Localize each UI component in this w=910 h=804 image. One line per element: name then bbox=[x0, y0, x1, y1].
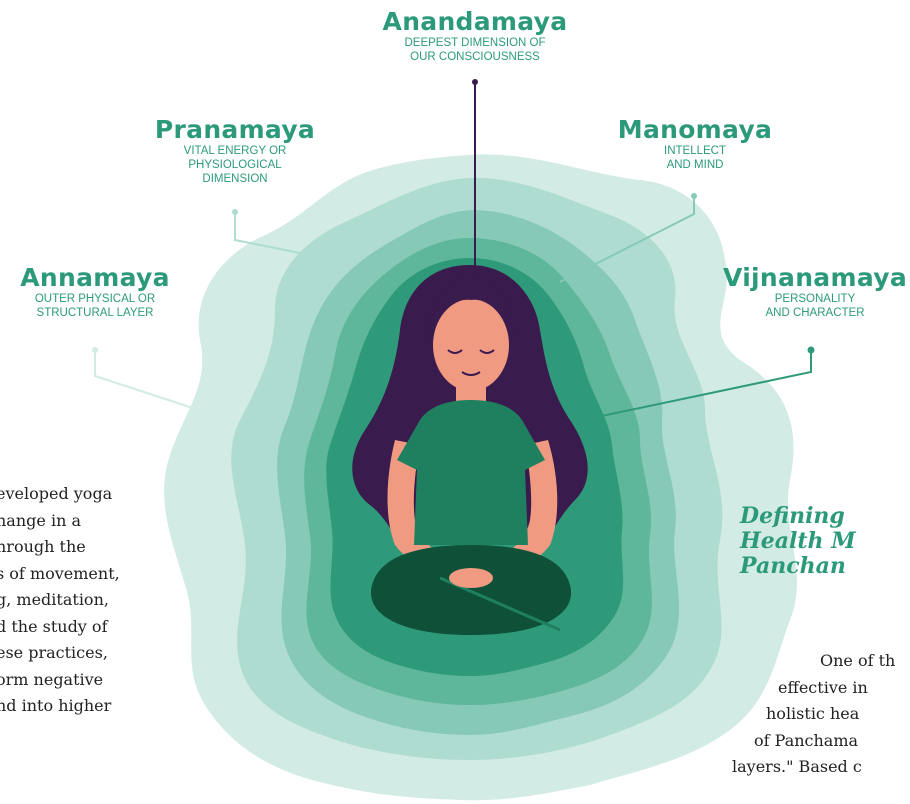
layer-description: PERSONALITY bbox=[720, 292, 910, 306]
layer-description: DEEPEST DIMENSION OF bbox=[360, 36, 590, 50]
layer-description: AND MIND bbox=[590, 158, 800, 172]
label-annamaya: Annamaya OUTER PHYSICAL OR STRUCTURAL LA… bbox=[0, 264, 190, 320]
layer-name: Vijnanamaya bbox=[720, 264, 910, 292]
label-vijnanamaya: Vijnanamaya PERSONALITY AND CHARACTER bbox=[720, 264, 910, 320]
right-body-text: One of th effective in holistic hea of P… bbox=[766, 648, 910, 781]
text-line: hrough the bbox=[0, 534, 226, 561]
heading-line: Defining bbox=[740, 504, 856, 529]
label-manomaya: Manomaya INTELLECT AND MIND bbox=[590, 116, 800, 172]
text-line: g, meditation, bbox=[0, 587, 226, 614]
layer-description: DIMENSION bbox=[130, 172, 340, 186]
connector-annamaya bbox=[92, 347, 205, 412]
text-line: One of th bbox=[766, 648, 910, 675]
layer-name: Annamaya bbox=[0, 264, 190, 292]
text-line: eveloped yoga bbox=[0, 481, 226, 508]
left-body-text: eveloped yoga hange in a hrough the s of… bbox=[0, 481, 226, 720]
text-line: orm negative bbox=[0, 667, 226, 694]
layer-description: OUR CONSCIOUSNESS bbox=[360, 50, 590, 64]
label-anandamaya: Anandamaya DEEPEST DIMENSION OF OUR CONS… bbox=[360, 8, 590, 64]
text-line: nd into higher bbox=[0, 693, 226, 720]
shirt bbox=[397, 400, 545, 545]
layer-description: VITAL ENERGY OR bbox=[130, 144, 340, 158]
layer-description: PHYSIOLOGICAL bbox=[130, 158, 340, 172]
layer-name: Pranamaya bbox=[130, 116, 340, 144]
layer-description: STRUCTURAL LAYER bbox=[0, 306, 190, 320]
text-line: layers." Based c bbox=[732, 754, 910, 781]
layer-description: AND CHARACTER bbox=[720, 306, 910, 320]
section-heading: Defining Health M Panchan bbox=[740, 504, 856, 579]
text-line: ese practices, bbox=[0, 640, 226, 667]
heading-line: Health M bbox=[740, 529, 856, 554]
hands bbox=[449, 568, 493, 588]
text-line: of Panchama bbox=[754, 728, 910, 755]
layer-description: OUTER PHYSICAL OR bbox=[0, 292, 190, 306]
text-line: d the study of bbox=[0, 614, 226, 641]
face bbox=[433, 299, 509, 391]
label-pranamaya: Pranamaya VITAL ENERGY OR PHYSIOLOGICAL … bbox=[130, 116, 340, 186]
text-line: effective in bbox=[766, 675, 910, 702]
heading-line: Panchan bbox=[740, 554, 856, 579]
layer-name: Anandamaya bbox=[360, 8, 590, 36]
text-line: hange in a bbox=[0, 508, 226, 535]
text-line: holistic hea bbox=[766, 701, 910, 728]
layer-name: Manomaya bbox=[590, 116, 800, 144]
layer-description: INTELLECT bbox=[590, 144, 800, 158]
text-line: s of movement, bbox=[0, 561, 226, 588]
